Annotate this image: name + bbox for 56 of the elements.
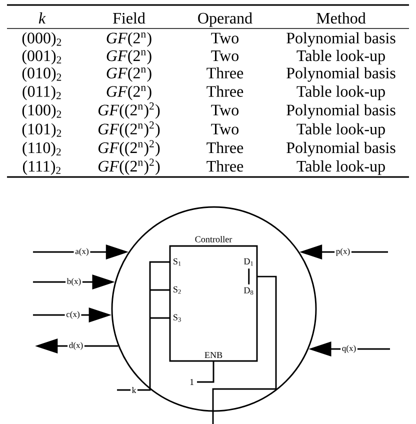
- table-cell: GF(2$^{n}$): [106, 86, 152, 100]
- edge-label: b(x): [66, 276, 82, 288]
- table-cell: GF(2$^{n}$): [106, 50, 152, 64]
- box-heading: Controller: [195, 236, 232, 242]
- table-cell: Two: [211, 50, 238, 62]
- column-header: Method: [316, 12, 366, 24]
- edge-label: a(x): [74, 246, 90, 258]
- edge-label: c(x): [64, 310, 82, 320]
- table-cell: GF(2$^{n}$): [106, 67, 152, 82]
- edge-label: k: [130, 386, 138, 394]
- column-header: k: [38, 12, 46, 24]
- table-cell: (010)$_{2}$: [22, 67, 62, 82]
- port-label: D$_{1}$: [244, 258, 254, 266]
- connector-line: [212, 276, 277, 424]
- edge-label: p(x): [334, 246, 352, 258]
- table-cell: (000)$_{2}$: [22, 32, 62, 47]
- table-cell: Polynomial basis: [286, 67, 396, 82]
- table-cell: Polynomial basis: [286, 142, 396, 156]
- table-cell: (101)$_{2}$: [22, 123, 62, 138]
- connector-line: [197, 361, 214, 383]
- table-cell: Three: [206, 67, 244, 78]
- table-cell: (110)$_{2}$: [22, 142, 61, 156]
- table-cell: GF((2$^{n}$)$^{2}$): [98, 158, 160, 175]
- column-header: Operand: [198, 12, 252, 27]
- table-cell: Three: [206, 86, 244, 97]
- edge-label: d(x): [68, 340, 84, 352]
- port-label: ENB: [204, 352, 222, 358]
- table-cell: Table look-up: [296, 160, 385, 175]
- signal-label: 1: [190, 379, 194, 385]
- connector-line: [248, 268, 250, 284]
- port-label: S$_{2}$: [174, 286, 181, 294]
- connector-line: [116, 261, 171, 391]
- port-label: S$_{1}$: [174, 258, 181, 266]
- table-cell: Table look-up: [296, 123, 385, 138]
- table-cell: Table look-up: [296, 86, 385, 100]
- table-cell: Polynomial basis: [286, 32, 396, 47]
- table-cell: GF((2$^{n}$)$^{2}$): [98, 121, 160, 138]
- table-cell: Polynomial basis: [286, 104, 396, 119]
- port-label: S$_{3}$: [174, 314, 181, 322]
- table-cell: (111)$_{2}$: [22, 160, 60, 175]
- table-cell: (100)$_{2}$: [22, 104, 62, 119]
- table-cell: Table look-up: [296, 50, 385, 64]
- port-label: D$_{8}$: [244, 287, 254, 295]
- table-cell: Two: [211, 32, 238, 44]
- table-cell: GF((2$^{n}$)$^{2}$): [98, 102, 160, 119]
- table-cell: GF((2$^{n}$)$^{2}$): [98, 140, 160, 156]
- table-cell: Two: [211, 124, 238, 134]
- table-cell: GF(2$^{n}$): [106, 32, 152, 47]
- circle-boundary: [111, 206, 317, 412]
- edge-label: q(x): [340, 344, 358, 354]
- table-cell: Two: [211, 104, 238, 116]
- table-cell: Three: [206, 160, 244, 172]
- table-cell: (001)$_{2}$: [22, 50, 62, 64]
- table-cell: (011)$_{2}$: [22, 86, 61, 100]
- table-cell: Three: [206, 142, 244, 154]
- column-header: Field: [113, 12, 146, 24]
